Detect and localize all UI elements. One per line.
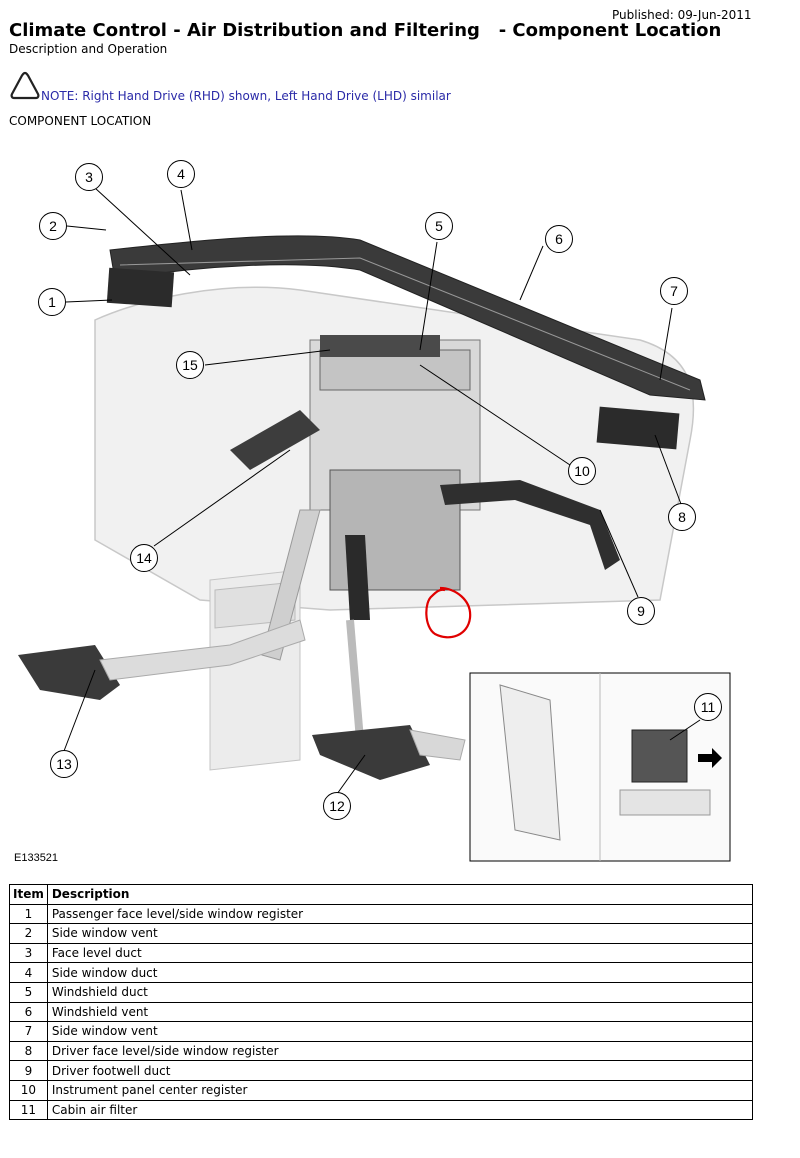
item-description: Side window duct — [46, 962, 754, 983]
item-number: 2 — [9, 923, 48, 944]
item-description: Driver face level/side window register — [46, 1040, 754, 1062]
item-description: Windshield duct — [46, 981, 754, 1003]
item-number: 4 — [9, 962, 48, 983]
svg-text:5: 5 — [435, 218, 443, 234]
item-number: 3 — [9, 942, 48, 964]
svg-text:2: 2 — [49, 218, 57, 234]
note-text: NOTE: Right Hand Drive (RHD) shown, Left… — [41, 89, 451, 103]
component-location-diagram: 1 2 3 4 5 6 7 8 9 10 11 12 13 14 15 — [18, 160, 731, 862]
highlight-circle — [425, 586, 472, 639]
callout-5: 5 — [425, 212, 453, 240]
callout-2: 2 — [39, 212, 67, 240]
page-title: Climate Control - Air Distribution and F… — [9, 20, 722, 41]
callout-12: 12 — [323, 792, 351, 820]
svg-text:4: 4 — [177, 166, 185, 182]
item-description: Driver footwell duct — [46, 1060, 754, 1081]
item-number: 11 — [9, 1099, 48, 1121]
callout-3: 3 — [75, 163, 103, 191]
callout-15: 15 — [176, 351, 204, 379]
page-subtitle: Description and Operation — [9, 42, 168, 56]
item-description: Side window vent — [46, 1021, 754, 1042]
item-description: Windshield vent — [46, 1001, 754, 1023]
item-description: Side window vent — [46, 923, 754, 944]
column-header-description: Description — [46, 884, 754, 905]
callout-9: 9 — [627, 597, 655, 625]
svg-text:15: 15 — [182, 357, 198, 373]
callout-11: 11 — [694, 693, 722, 721]
item-description: Passenger face level/side window registe… — [46, 903, 754, 925]
item-number: 7 — [9, 1021, 48, 1042]
cabin-filter-inset — [469, 672, 731, 862]
callout-8: 8 — [668, 503, 696, 531]
svg-text:7: 7 — [670, 283, 678, 299]
item-number: 10 — [9, 1079, 48, 1101]
item-description: Instrument panel center register — [46, 1079, 754, 1101]
svg-text:6: 6 — [555, 231, 563, 247]
section-heading: COMPONENT LOCATION — [9, 114, 152, 128]
svg-text:10: 10 — [574, 463, 590, 479]
item-number: 6 — [9, 1001, 48, 1023]
warning-triangle-icon — [10, 71, 40, 100]
item-description: Face level duct — [46, 942, 754, 964]
callout-7: 7 — [660, 277, 688, 305]
svg-text:9: 9 — [637, 603, 645, 619]
published-date: Published: 09-Jun-2011 — [612, 8, 752, 22]
leader-lines — [63, 187, 701, 795]
svg-text:13: 13 — [56, 756, 72, 772]
callout-10: 10 — [568, 457, 596, 485]
callout-13: 13 — [50, 750, 78, 778]
svg-text:3: 3 — [85, 169, 93, 185]
svg-text:8: 8 — [678, 509, 686, 525]
figure-code: E133521 — [14, 852, 59, 864]
item-number: 9 — [9, 1060, 48, 1081]
item-number: 1 — [9, 903, 48, 925]
item-description: Cabin air filter — [46, 1099, 754, 1121]
callout-4: 4 — [167, 160, 195, 188]
callout-6: 6 — [545, 225, 573, 253]
callout-14: 14 — [130, 544, 158, 572]
callout-1: 1 — [38, 288, 66, 316]
table-header-row: Item Description — [9, 884, 754, 905]
item-number: 5 — [9, 981, 48, 1003]
dashboard-illustration — [18, 235, 706, 780]
svg-text:1: 1 — [48, 294, 56, 310]
svg-text:12: 12 — [329, 798, 345, 814]
item-number: 8 — [9, 1040, 48, 1062]
column-header-item: Item — [9, 884, 48, 905]
svg-text:14: 14 — [136, 550, 152, 566]
svg-text:11: 11 — [701, 699, 716, 715]
